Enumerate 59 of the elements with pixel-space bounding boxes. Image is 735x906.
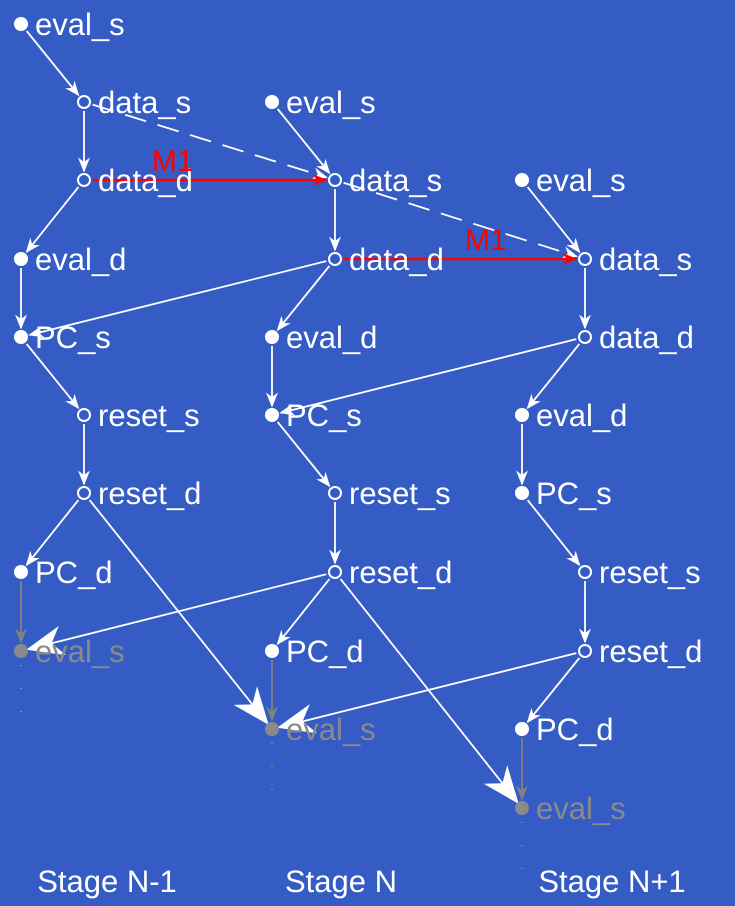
- node-label: eval_s: [536, 792, 626, 824]
- arrow: [26, 499, 80, 566]
- node-label: data_s: [599, 244, 692, 274]
- node-label: eval_s: [35, 8, 125, 40]
- arrow: [88, 499, 269, 725]
- arrow: [276, 265, 330, 332]
- arrow: [329, 502, 341, 564]
- arrow: [26, 186, 80, 254]
- arrow: [266, 660, 278, 722]
- node-label: data_d: [599, 322, 694, 352]
- arrow: [26, 573, 326, 656]
- node-label: reset_d: [349, 556, 452, 588]
- node-label: PC_d: [536, 714, 614, 744]
- stage-label: Stage N: [285, 866, 397, 897]
- arrow: [277, 652, 576, 734]
- arrow: [526, 343, 580, 410]
- node-label: eval_s: [536, 164, 626, 196]
- node-label: eval_s: [286, 714, 376, 744]
- arrow: [516, 424, 528, 486]
- arrow: [15, 268, 27, 330]
- arrow: [28, 260, 326, 338]
- arrow: [526, 657, 580, 724]
- arrow: [279, 338, 576, 416]
- arrow: [329, 189, 341, 252]
- node-label: PC_d: [286, 636, 364, 666]
- arrow: [26, 343, 80, 410]
- node-label: data_s: [98, 86, 192, 118]
- node-label: reset_d: [98, 478, 202, 508]
- arrow: [15, 581, 27, 644]
- node-label: eval_s: [286, 86, 376, 118]
- node-label: reset_s: [98, 400, 200, 430]
- node-label: eval_d: [35, 244, 126, 274]
- arrow: [579, 268, 591, 330]
- arrow: [276, 578, 330, 646]
- node-label: reset_s: [599, 556, 701, 588]
- edge-label: M1: [465, 226, 507, 256]
- stage-label: Stage N-1: [37, 866, 177, 897]
- node-label: PC_s: [536, 478, 612, 508]
- arrow: [276, 421, 330, 488]
- arrow: [78, 111, 90, 172]
- node-label: data_s: [349, 164, 442, 196]
- arrow: [276, 108, 330, 174]
- node-label: eval_d: [286, 322, 378, 352]
- node-label: eval_s: [35, 636, 125, 666]
- node-label: eval_d: [536, 400, 628, 430]
- node-label: reset_s: [349, 478, 451, 508]
- arrow: [26, 30, 80, 96]
- node-label: reset_d: [599, 636, 702, 666]
- arrow: [526, 186, 580, 254]
- stage-label: Stage N+1: [538, 866, 686, 897]
- arrow: [266, 346, 278, 408]
- arrow: [526, 499, 580, 566]
- arrow: [92, 104, 328, 180]
- node-label: PC_d: [35, 556, 113, 588]
- arrow: [343, 182, 578, 258]
- arrow: [78, 424, 90, 486]
- arrow: [579, 581, 591, 644]
- arrow: [516, 738, 528, 800]
- arrow: [340, 578, 519, 804]
